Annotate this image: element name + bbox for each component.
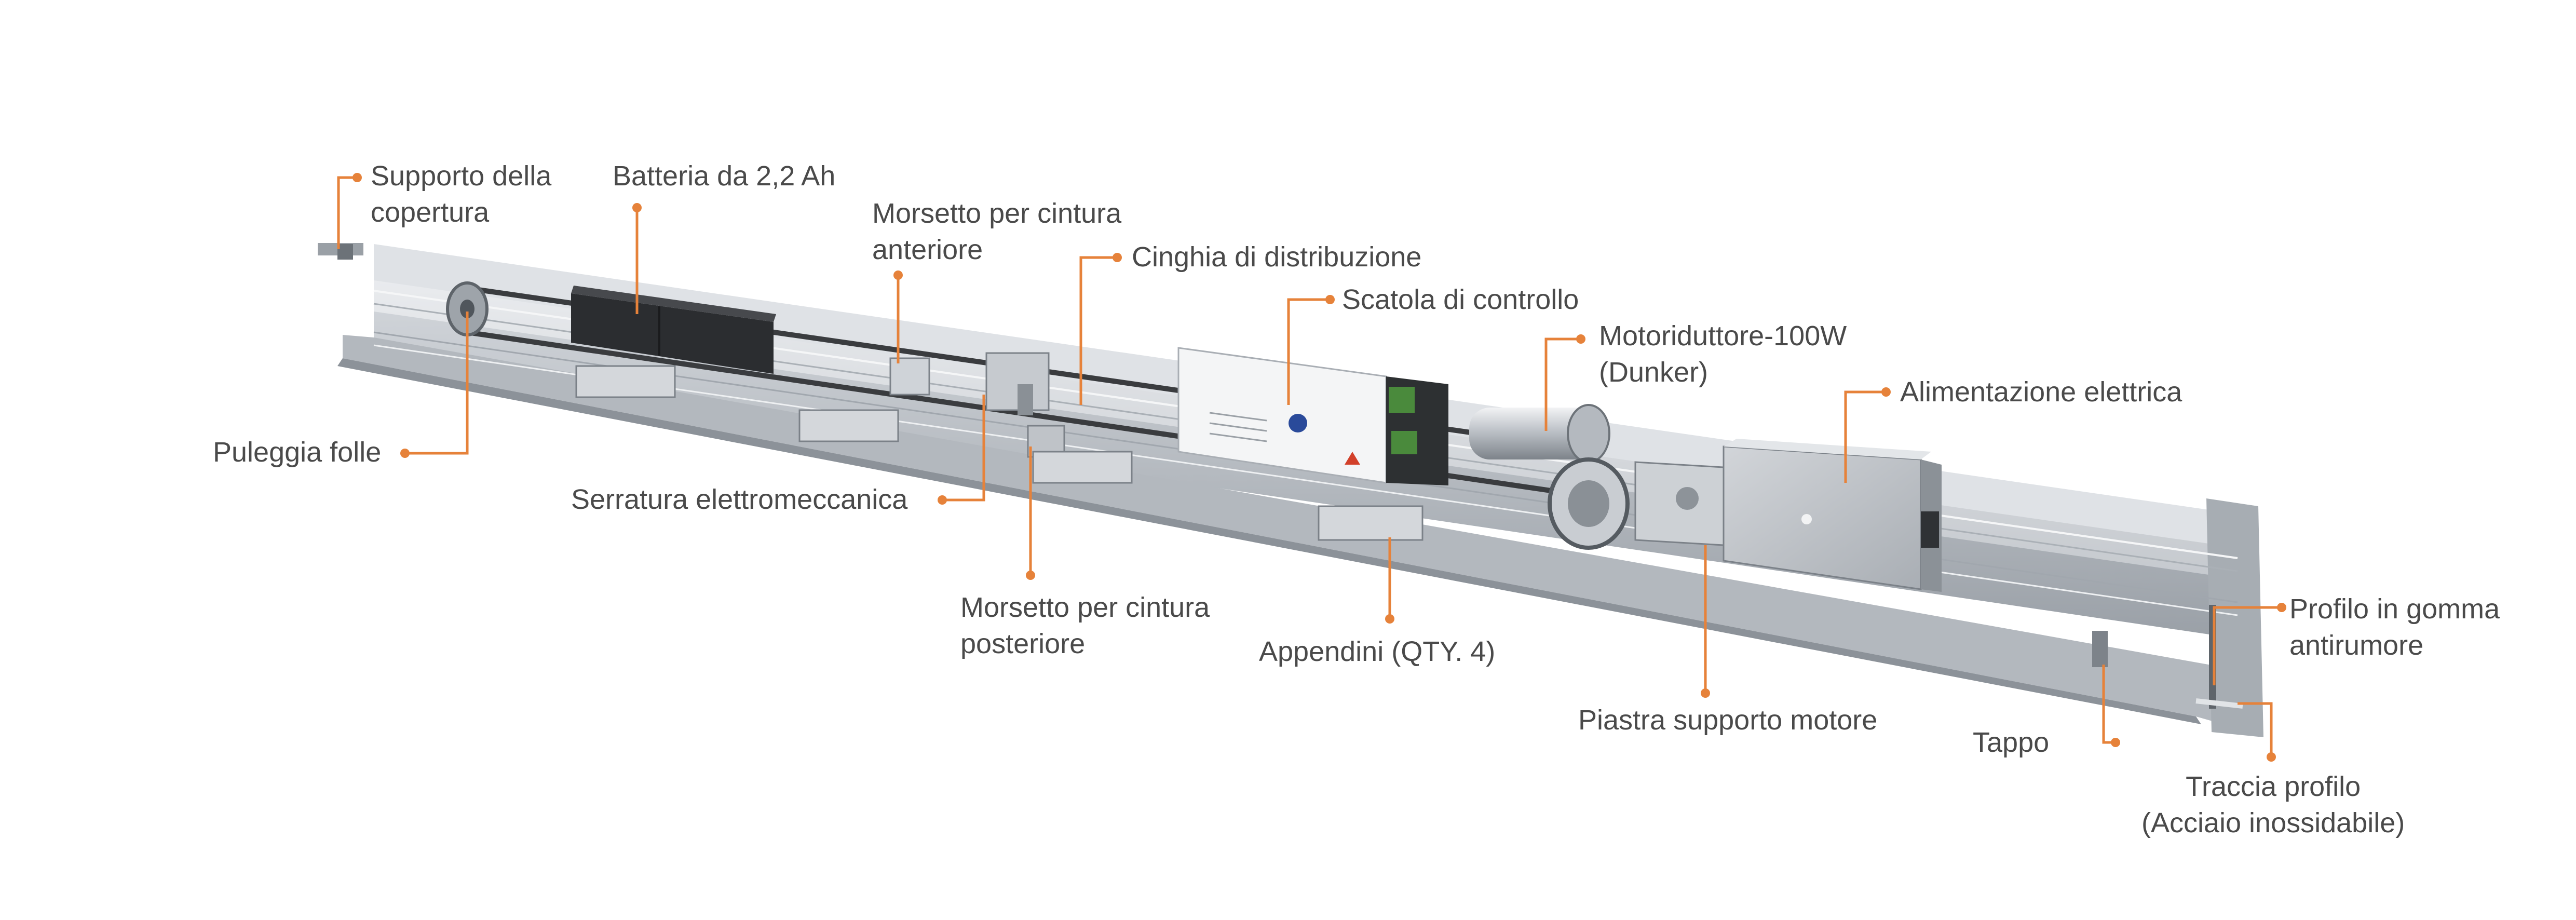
label-scatola-controllo: Scatola di controllo [1342, 284, 1579, 315]
label-supporto-copertura-line1: Supporto della [371, 160, 552, 192]
hanger-3 [1032, 451, 1133, 484]
label-motoriduttore-line2: (Dunker) [1599, 357, 1709, 388]
label-traccia-profilo: Traccia profilo (Acciaio inossidabile) [2141, 768, 2405, 841]
profile-track [2195, 698, 2243, 709]
leader-serratura [942, 395, 985, 502]
battery [571, 286, 776, 374]
label-puleggia: Puleggia folle [213, 437, 382, 468]
leader-scatola [1287, 298, 1330, 405]
profile-floor [337, 358, 2201, 724]
leader-lines [337, 173, 2286, 762]
end-cap [2092, 631, 2108, 667]
label-supporto-copertura: Supporto della copertura [371, 158, 551, 231]
leader-traccia [2238, 702, 2273, 757]
label-traccia-profilo-line1: Traccia profilo [2186, 771, 2361, 802]
leader-supporto-copertura [337, 176, 357, 249]
hanger-1 [575, 365, 676, 398]
leader-cinghia [1079, 256, 1117, 405]
profile-end-face [2206, 498, 2263, 737]
label-batteria: Batteria da 2,2 Ah [613, 160, 836, 192]
label-piastra-motore: Piastra supporto motore [1578, 705, 1878, 736]
label-alimentazione: Alimentazione elettrica [1900, 376, 2182, 408]
label-appendini: Appendini (QTY. 4) [1259, 636, 1496, 667]
leader-alimentazione [1844, 390, 1886, 483]
label-motoriduttore: Motoriduttore-100W (Dunker) [1599, 318, 1847, 390]
label-profilo-gomma-line2: antirumore [2289, 630, 2424, 661]
label-morsetto-posteriore-line2: posteriore [960, 628, 1086, 659]
cover-support-bracket [318, 243, 363, 260]
label-morsetto-posteriore: Morsetto per cintura posteriore [960, 589, 1210, 662]
hangers [575, 365, 1423, 541]
label-cinghia: Cinghia di distribuzione [1132, 241, 1422, 273]
hanger-4 [1318, 505, 1423, 541]
label-morsetto-anteriore-line1: Morsetto per cintura [872, 198, 1122, 229]
power-supply [1723, 439, 1942, 592]
motor-support-plate [1634, 461, 1725, 546]
control-box [1177, 347, 1448, 485]
label-supporto-copertura-line2: copertura [371, 197, 490, 228]
leader-profilo-gomma [2213, 606, 2282, 685]
label-morsetto-posteriore-line1: Morsetto per cintura [960, 592, 1210, 623]
label-morsetto-anteriore: Morsetto per cintura anteriore [872, 195, 1121, 268]
leader-motoriduttore [1544, 337, 1581, 431]
electromechanical-lock [985, 352, 1050, 415]
gear-motor [1469, 404, 1630, 550]
label-morsetto-anteriore-line2: anteriore [872, 234, 983, 265]
label-motoriduttore-line1: Motoriduttore-100W [1599, 320, 1847, 351]
label-tappo: Tappo [1973, 727, 2050, 758]
front-belt-clamp [889, 357, 930, 396]
label-serratura: Serratura elettromeccanica [571, 484, 908, 515]
leader-puleggia [405, 312, 469, 455]
label-profilo-gomma: Profilo in gomma antirumore [2289, 591, 2500, 664]
label-traccia-profilo-line2: (Acciaio inossidabile) [2141, 807, 2405, 838]
hanger-2 [798, 409, 899, 442]
label-profilo-gomma-line1: Profilo in gomma [2289, 593, 2500, 625]
